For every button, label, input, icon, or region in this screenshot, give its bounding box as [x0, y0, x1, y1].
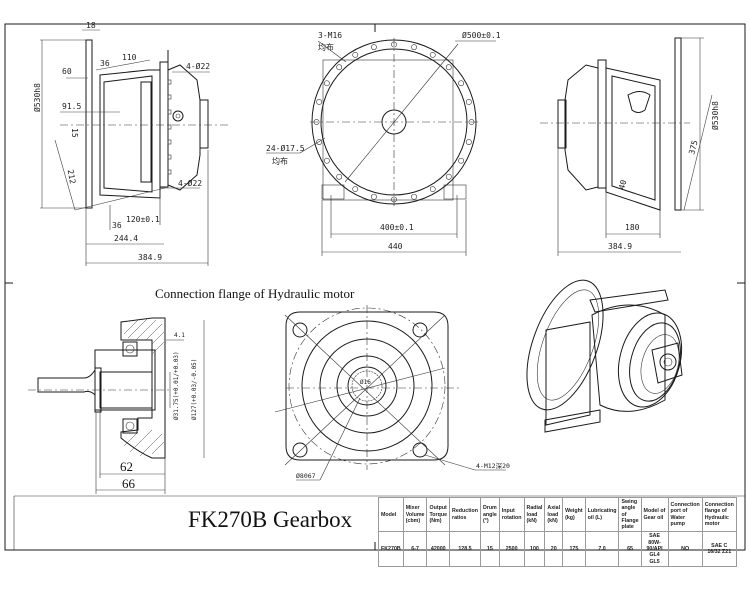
- col-input-rotation: Input rotation: [498, 496, 525, 533]
- gearbox-3d-view: [526, 279, 683, 433]
- front-view: 3-M16 均布 Ø500±0.1 24-Ø17.5 均布 400±0.1 44…: [266, 30, 501, 256]
- col-mixer-volume: Mixer Volume (cbm): [402, 496, 428, 533]
- bolt-hole: [429, 186, 436, 193]
- flange-face-view: Ø16 Ø8067 4-M12深20: [274, 305, 510, 481]
- dim-d500: Ø500±0.1: [462, 30, 501, 40]
- bolt-hole: [336, 173, 343, 180]
- col-model: Model: [378, 496, 404, 533]
- bolt-hole: [316, 139, 323, 145]
- spec-table: Model Mixer Volume (cbm) Output Torque (…: [378, 496, 737, 567]
- col-output-torque: Output Torque (Nm): [426, 496, 451, 533]
- cell-swing-angle: 65: [618, 531, 642, 567]
- flange-section-view: 4.1 Ø31.75(+0.01/+0.03) Ø127(+0.03/-0.05…: [28, 317, 205, 494]
- bolt-hole: [316, 99, 323, 105]
- dim-d530h8-left: Ø530h8: [32, 83, 42, 112]
- dim-4-d22-bottom: 4-Ø22: [178, 178, 202, 188]
- dim-60: 60: [62, 67, 72, 76]
- col-water-pump-port: Connection port of Water pump: [667, 496, 703, 533]
- bolt-hole: [336, 64, 343, 71]
- dim-d16: Ø16: [360, 379, 371, 386]
- table-row: FK270B 6-7 42000 128.5 15 2500 100 20 17…: [378, 531, 737, 567]
- cell-radial-load: 100: [523, 531, 546, 567]
- dim-244-4: 244.4: [114, 234, 138, 243]
- dim-40: 40: [617, 179, 628, 191]
- bolt-hole: [458, 80, 465, 87]
- bolt-hole: [445, 64, 452, 71]
- drawing-title: FK270B Gearbox: [188, 507, 353, 532]
- dim-d8067: Ø8067: [296, 472, 316, 480]
- col-axial-load: Axial load (kN): [544, 496, 564, 533]
- cell-lubricating-oil: 7.0: [584, 531, 620, 567]
- col-hydraulic-flange: Connection flange of Hydraulic motor: [701, 496, 737, 533]
- dim-120: 120±0.1: [126, 215, 160, 224]
- bolt-hole: [411, 44, 417, 51]
- dim-212: 212: [66, 169, 77, 185]
- cell-input-rotation: 2500: [498, 531, 525, 567]
- bolt-hole: [458, 157, 465, 164]
- cell-hydraulic-flange: SAE C 16/32 Z21: [701, 531, 737, 567]
- bolt-hole: [429, 51, 436, 58]
- cell-mixer-volume: 6-7: [402, 531, 428, 567]
- drawing-frame: [4, 23, 746, 551]
- dim-even-dist-left: 均布: [272, 156, 288, 166]
- bolt-hole: [323, 157, 330, 164]
- bolt-hole: [352, 51, 359, 58]
- cell-weight: 175: [562, 531, 586, 567]
- bolt-hole: [465, 99, 472, 105]
- cell-reduction-ratio: 128.5: [449, 531, 481, 567]
- col-weight: Weight (kg): [562, 496, 586, 533]
- dim-d530h8-right: Ø530h8: [710, 101, 720, 130]
- cell-water-pump-port: NO: [667, 531, 703, 567]
- dim-440: 440: [388, 242, 403, 251]
- dim-180: 180: [625, 223, 640, 232]
- dim-62: 62: [120, 459, 133, 474]
- col-gear-oil: Model of Gear oil: [640, 496, 669, 533]
- dim-36-bottom: 36: [112, 221, 122, 230]
- dim-36-top: 36: [100, 59, 110, 68]
- col-drum-angle: Drum angle (°): [479, 496, 500, 533]
- right-side-view: Ø530h8 375 40 180 384.9: [540, 37, 720, 256]
- dim-375: 375: [687, 139, 699, 155]
- dim-400: 400±0.1: [380, 223, 414, 232]
- bolt-hole: [465, 139, 472, 145]
- dim-91-5: 91.5: [62, 102, 81, 111]
- left-side-view: 18 60 36 110 4-Ø22 91.5 15 212 Ø530h8 36…: [32, 21, 228, 266]
- col-reduction-ratios: Reduction ratios: [449, 496, 481, 533]
- bolt-hole: [411, 193, 417, 200]
- bolt-hole: [445, 173, 452, 180]
- dim-66: 66: [122, 476, 136, 491]
- cell-gear-oil: SAE 80W-90/API GL4 GL5: [640, 531, 669, 567]
- bolt-hole-ring: [313, 41, 475, 203]
- bolt-hole: [371, 193, 377, 200]
- dim-3-m16: 3-M16: [318, 31, 342, 40]
- bolt-hole: [352, 186, 359, 193]
- bolt-hole: [323, 80, 330, 87]
- dim-110: 110: [122, 53, 137, 62]
- col-lubricating-oil: Lubricating oil (L): [584, 496, 620, 533]
- dim-4-d22-top: 4-Ø22: [186, 61, 210, 71]
- dim-18: 18: [86, 21, 96, 30]
- cell-model: FK270B: [378, 531, 404, 567]
- col-swing-angle: Swing angle of Flange plate: [618, 496, 642, 533]
- dim-384-9-left: 384.9: [138, 253, 162, 262]
- dim-24-d17-5: 24-Ø17.5: [266, 143, 305, 153]
- cell-drum-angle: 15: [479, 531, 500, 567]
- dim-384-9-right: 384.9: [608, 242, 632, 251]
- dim-d31-75: Ø31.75(+0.01/+0.03): [173, 351, 180, 420]
- cell-output-torque: 42000: [426, 531, 451, 567]
- dim-d127: Ø127(+0.03/-0.05): [191, 359, 198, 420]
- section-caption: Connection flange of Hydraulic motor: [155, 286, 355, 301]
- spec-table-header-row: Model Mixer Volume (cbm) Output Torque (…: [378, 496, 737, 533]
- dim-15: 15: [70, 128, 79, 138]
- dim-4-1: 4.1: [174, 332, 185, 339]
- col-radial-load: Radial load (kN): [523, 496, 546, 533]
- dim-4-m12: 4-M12深20: [476, 461, 510, 470]
- bolt-hole: [371, 44, 377, 51]
- cell-axial-load: 20: [544, 531, 564, 567]
